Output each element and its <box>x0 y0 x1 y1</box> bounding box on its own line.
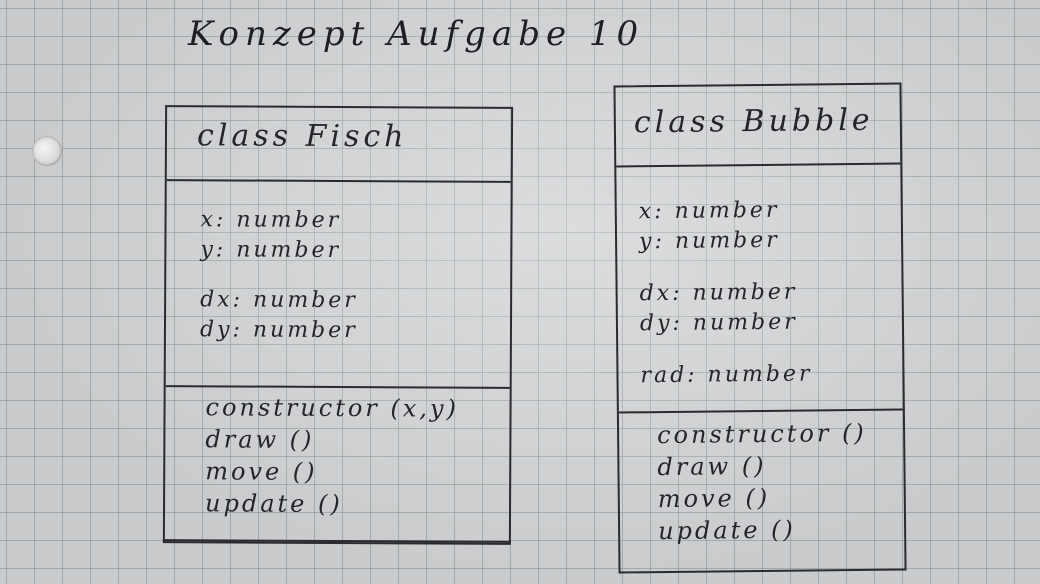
method-draw: draw () <box>205 425 315 454</box>
attribute-y: y: number <box>638 227 780 255</box>
attribute-x: x: number <box>638 197 780 225</box>
method-update: update () <box>204 489 343 519</box>
attribute-dx: dx: number <box>200 287 358 314</box>
method-compartment: constructor () draw () move () update () <box>619 411 904 548</box>
method-update: update () <box>657 515 796 546</box>
uml-class-fisch: class Fisch x: number y: number dx: numb… <box>162 105 514 545</box>
method-constructor: constructor () <box>656 418 867 450</box>
method-move: move () <box>657 483 771 514</box>
class-bottom-rule <box>162 539 511 543</box>
attribute-y: y: number <box>200 237 342 264</box>
class-name: class Bubble <box>615 84 901 168</box>
attribute-compartment: x: number y: number dx: number dy: numbe… <box>165 181 511 389</box>
attribute-dx: dx: number <box>639 279 798 307</box>
method-draw: draw () <box>657 451 767 482</box>
attribute-dy: dy: number <box>639 309 798 337</box>
attribute-compartment: x: number y: number dx: number dy: numbe… <box>616 164 903 414</box>
uml-class-bubble: class Bubble x: number y: number dx: num… <box>613 82 907 574</box>
attribute-rad: rad: number <box>640 361 813 389</box>
class-name: class Fisch <box>166 107 512 183</box>
punch-hole <box>32 136 62 166</box>
method-move: move () <box>205 457 318 486</box>
page-title: Konzept Aufgabe 10 <box>188 14 645 54</box>
method-constructor: constructor (x,y) <box>205 393 459 423</box>
attribute-dy: dy: number <box>199 317 358 344</box>
attribute-x: x: number <box>200 207 342 234</box>
method-compartment: constructor (x,y) draw () move () update… <box>165 387 510 521</box>
